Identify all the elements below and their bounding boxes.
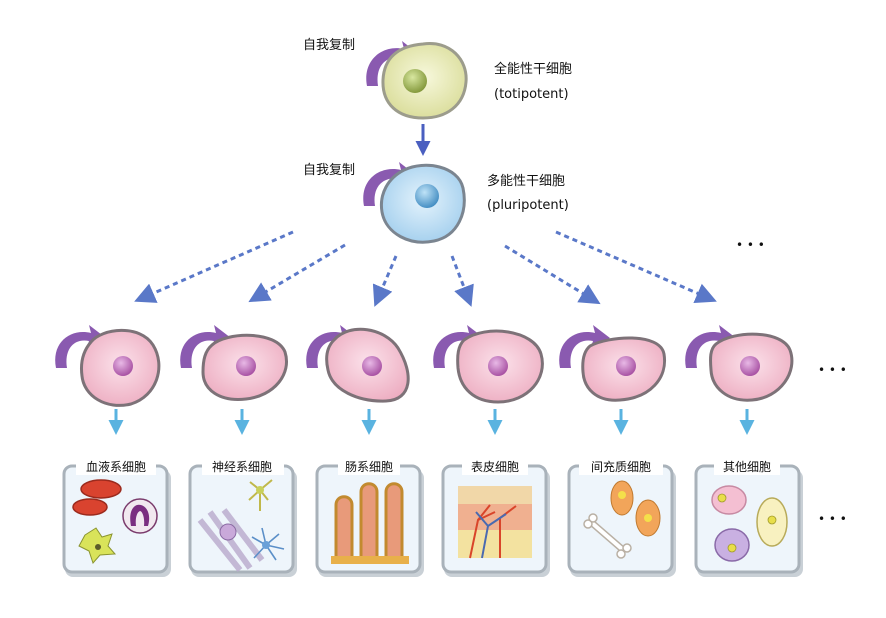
progenitor-nucleus-3 — [362, 356, 382, 376]
progenitor-nucleus-6 — [740, 356, 760, 376]
differentiation-arrows — [134, 230, 717, 307]
platelet-dot — [95, 544, 101, 550]
card-label-bg-4 — [462, 457, 528, 475]
progenitor-nucleus-2 — [236, 356, 256, 376]
other-cell-pink — [711, 485, 747, 515]
self-renewal-arrow-p2 — [180, 325, 231, 368]
neuron-body — [219, 523, 237, 541]
self-renewal-label-top: 自我复制 — [303, 38, 355, 53]
totipotent-name-en: (totipotent) — [494, 87, 569, 102]
self-renewal-label-mid: 自我复制 — [303, 163, 355, 178]
skin-fat-layer — [458, 530, 532, 558]
progenitor-cell-5 — [559, 325, 667, 402]
skin-top-layer — [458, 486, 532, 504]
skin-vessels-blue — [475, 511, 507, 559]
card-label-5: 间充质细胞 — [591, 459, 651, 474]
card-label-bg-6 — [714, 457, 780, 475]
bone-icon — [583, 513, 632, 559]
self-renewal-arrow-p5 — [559, 325, 610, 368]
totipotent-nucleus — [403, 69, 427, 93]
pluripotent-name-en: (pluripotent) — [487, 198, 569, 213]
other-cell-pink-nucleus — [717, 493, 727, 503]
self-renewal-arrow-p1 — [55, 325, 106, 368]
pluripotent-cell-group: 自我复制 多能性干细胞 (pluripotent) — [303, 162, 569, 244]
card-label-4: 表皮细胞 — [471, 460, 519, 474]
skin-dermis-layer — [458, 504, 532, 530]
glial-cell-yellow-body — [256, 486, 264, 494]
self-renewal-arrow-p6 — [685, 325, 736, 368]
card-label-3: 肠系细胞 — [345, 460, 393, 474]
card-epidermal: 表皮细胞 — [441, 457, 550, 577]
dashed-arrow-3 — [372, 255, 398, 307]
card-label-bg-2 — [202, 457, 284, 475]
card-intestinal: 肠系细胞 — [315, 457, 424, 577]
pluripotent-nucleus — [415, 184, 439, 208]
red-blood-cell-1 — [80, 479, 122, 499]
astrocyte-blue-body — [262, 541, 270, 549]
white-blood-cell — [122, 498, 158, 534]
more-ellipsis-cards: • • • — [818, 512, 847, 526]
card-mesenchymal: 间充质细胞 — [567, 457, 676, 577]
progenitor-cell-2 — [180, 325, 288, 401]
card-blood: 血液系细胞 — [62, 457, 171, 577]
card-label-1: 血液系细胞 — [86, 459, 146, 474]
more-ellipsis-cells: • • • — [818, 363, 847, 377]
down-arrows — [108, 409, 755, 435]
other-cell-yellow-nucleus — [767, 515, 777, 525]
totipotent-name: 全能性干细胞 — [494, 61, 572, 77]
dashed-arrow-5 — [504, 244, 601, 305]
more-ellipsis-upper: • • • — [736, 238, 765, 252]
totipotent-cell-group: 自我复制 全能性干细胞 (totipotent) — [303, 38, 572, 120]
card-other: 其他细胞 — [694, 457, 803, 577]
mesenchymal-nucleus-2 — [644, 514, 652, 522]
dashed-arrow-4 — [450, 255, 474, 307]
intestinal-base — [331, 556, 409, 564]
card-label-2: 神经系细胞 — [212, 460, 272, 474]
white-blood-cell-nucleus — [130, 504, 150, 526]
progenitor-cell-4 — [433, 325, 544, 404]
intestinal-villi — [334, 482, 404, 564]
card-label-6: 其他细胞 — [723, 460, 771, 474]
dashed-arrow-2 — [248, 243, 346, 303]
card-label-bg-3 — [338, 457, 400, 475]
progenitor-nucleus-4 — [488, 356, 508, 376]
progenitor-cell-3 — [306, 325, 410, 403]
astrocyte-blue — [251, 527, 285, 561]
progenitor-nucleus-5 — [616, 356, 636, 376]
progenitor-cell-1 — [55, 325, 161, 407]
dashed-arrow-6 — [555, 230, 717, 303]
progenitor-row — [55, 325, 794, 407]
card-neural: 神经系细胞 — [188, 457, 297, 577]
pluripotent-name: 多能性干细胞 — [487, 173, 565, 189]
red-blood-cell-2 — [72, 498, 108, 516]
mesenchymal-nucleus-1 — [618, 491, 626, 499]
card-label-bg-1 — [76, 457, 156, 475]
progenitor-cell-6 — [685, 325, 794, 402]
dashed-arrow-1 — [134, 230, 294, 303]
progenitor-nucleus-1 — [113, 356, 133, 376]
other-cell-purple-nucleus — [727, 543, 737, 553]
glial-cell-yellow — [248, 479, 273, 511]
card-label-bg-5 — [579, 457, 663, 475]
